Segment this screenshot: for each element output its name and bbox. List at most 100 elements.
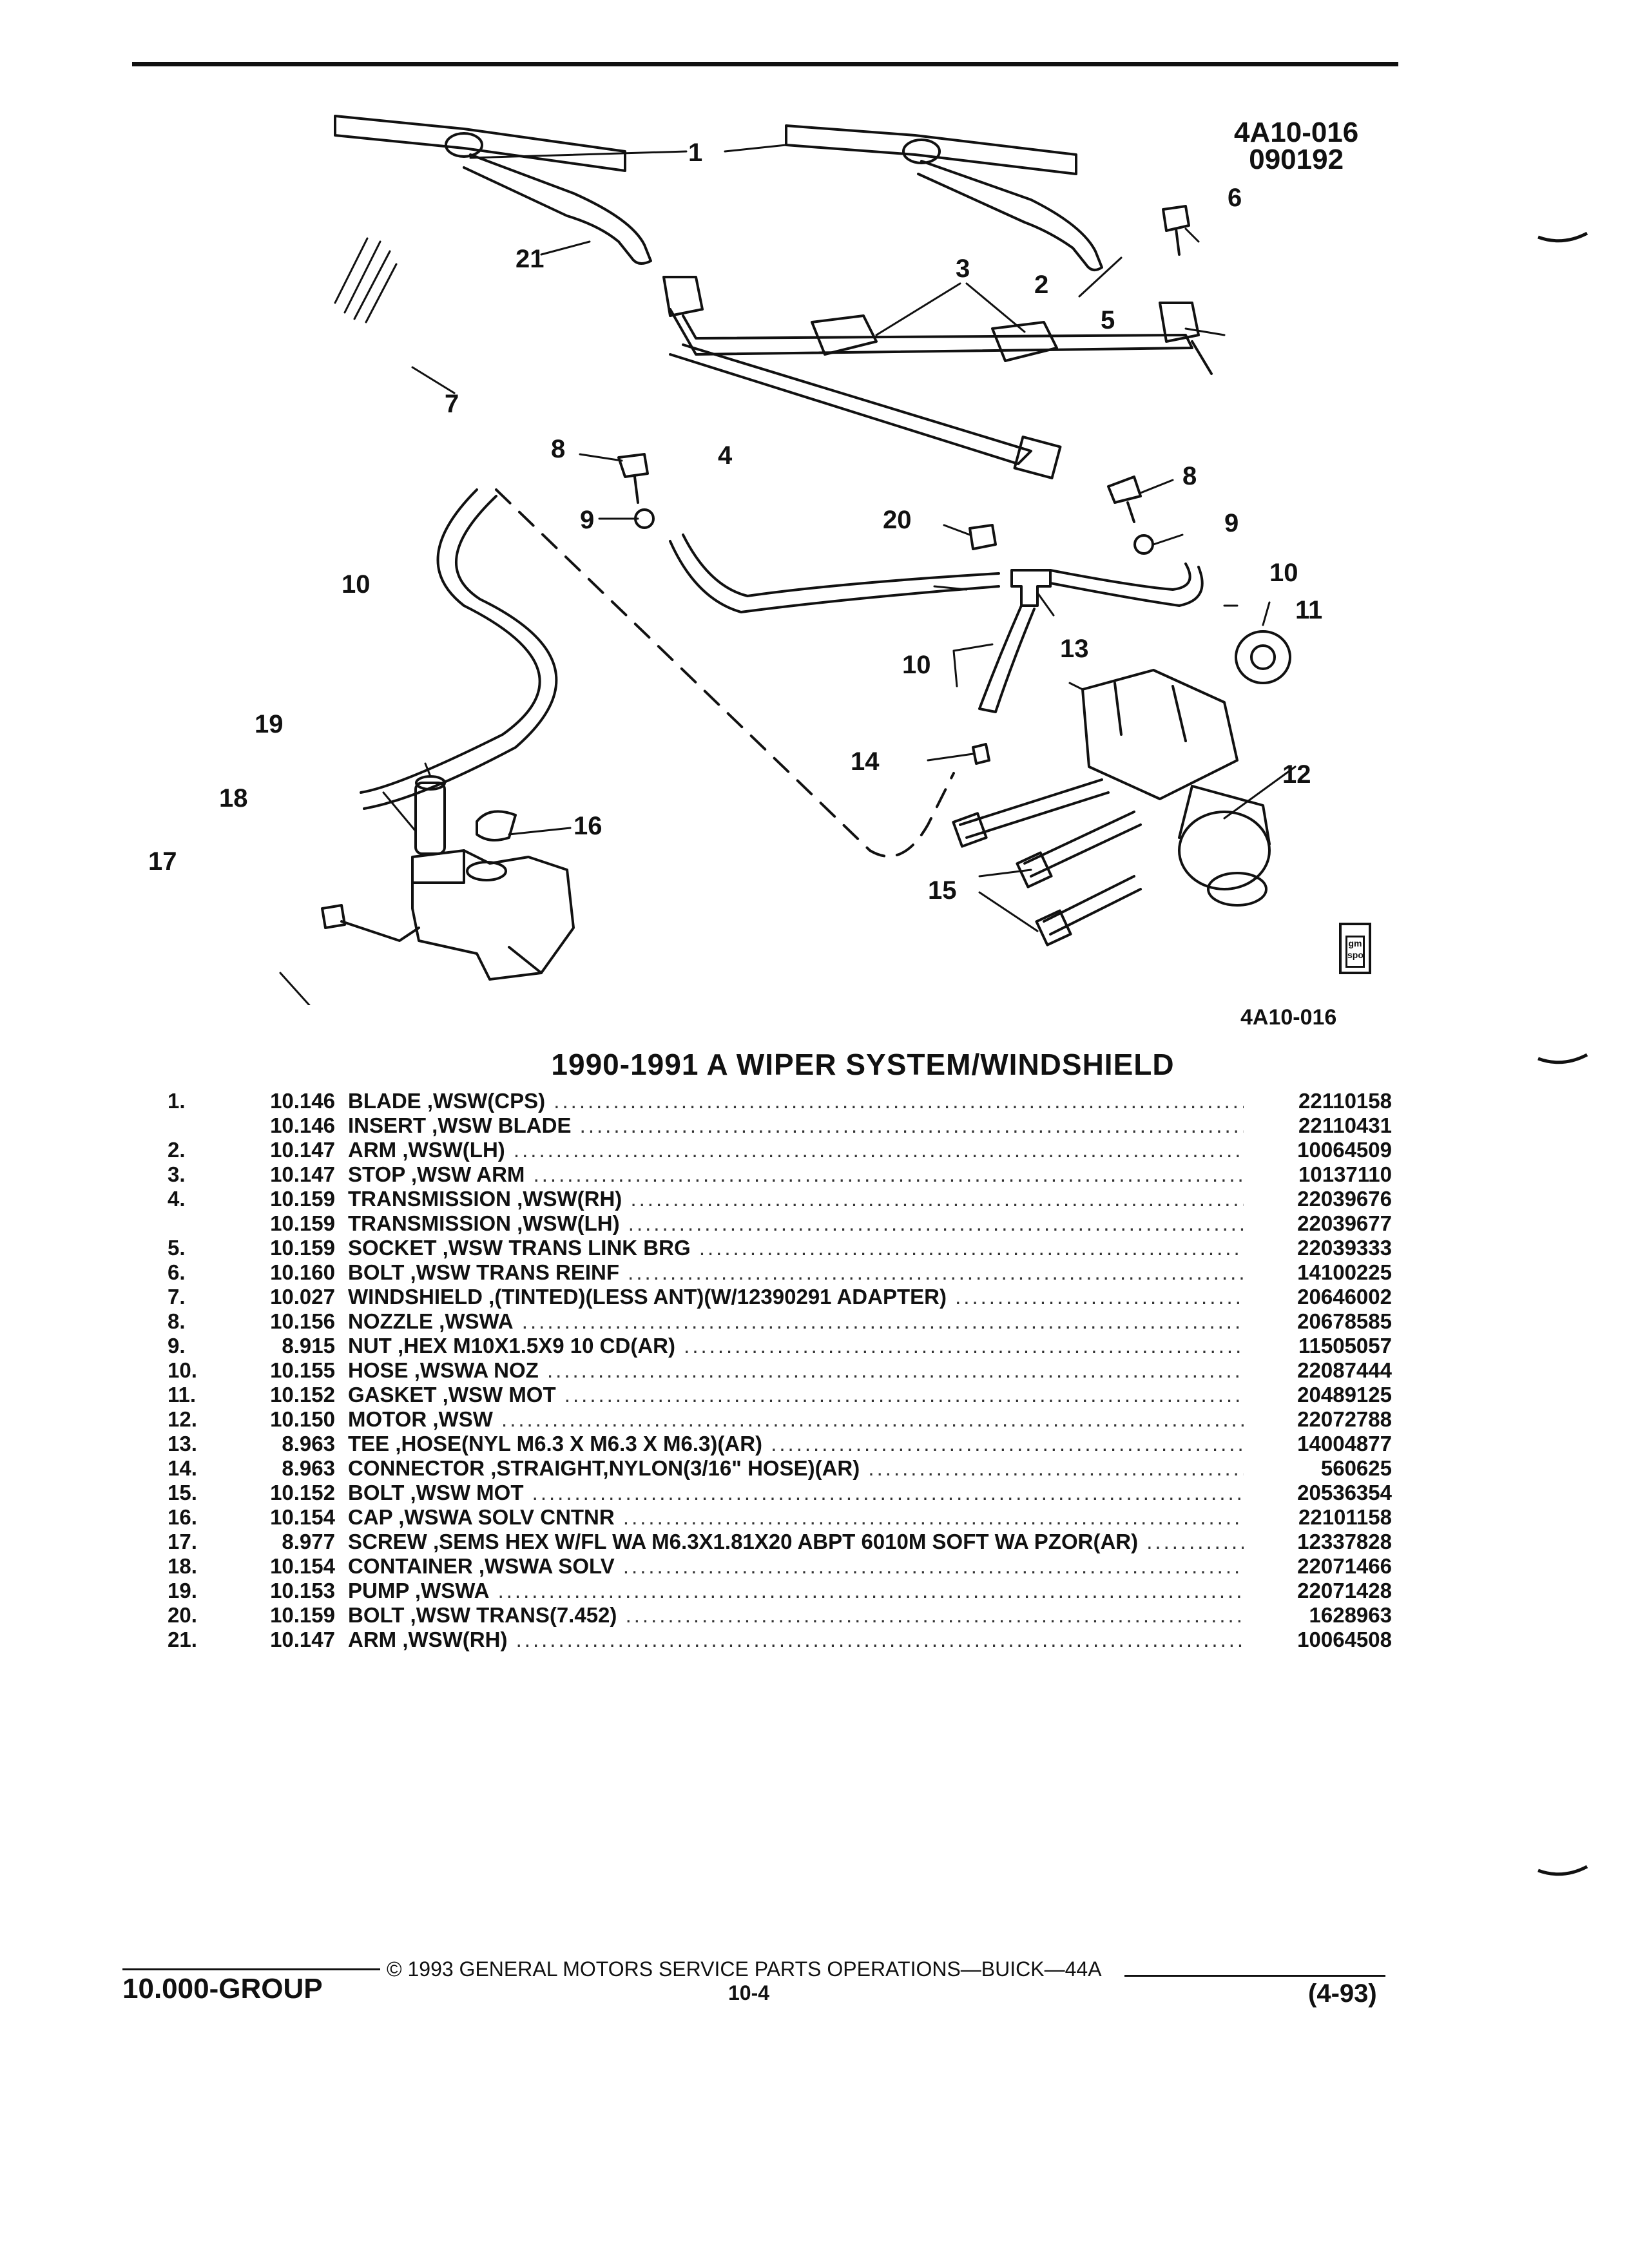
- nut-right: [1133, 534, 1154, 555]
- callout-19: 19: [255, 710, 284, 738]
- figure-id-line1: 4A10-016: [1234, 117, 1359, 148]
- illustration-ref: 10.147: [270, 1162, 335, 1186]
- part-number: 22110158: [1298, 1089, 1392, 1113]
- margin-mark-3: [1537, 1865, 1588, 1876]
- item-number: 17.: [168, 1530, 197, 1553]
- part-number: 14004877: [1297, 1432, 1392, 1456]
- callout-10a: 10: [342, 570, 371, 599]
- leader-dots: ........................................…: [501, 1407, 1244, 1431]
- illustration-ref: 10.154: [270, 1505, 335, 1529]
- part-description: ARM ,WSW(RH): [348, 1628, 508, 1651]
- item-number: 16.: [168, 1505, 197, 1529]
- motor-bolts: [952, 778, 1142, 947]
- item-number: 3.: [168, 1162, 186, 1186]
- illustration-ref: 10.152: [270, 1481, 335, 1504]
- part-description-cell: BOLT ,WSW TRANS REINF ..................…: [348, 1260, 1244, 1285]
- item-number: 7.: [168, 1285, 186, 1309]
- leader-dots: ........................................…: [699, 1236, 1244, 1260]
- callout-10c: 10: [902, 651, 931, 679]
- item-number: 8.: [168, 1309, 186, 1333]
- leader-dots: ........................................…: [516, 1628, 1244, 1651]
- washer-hoses: [360, 488, 1204, 810]
- part-description-cell: PUMP ,WSWA .............................…: [348, 1579, 1244, 1603]
- part-description: CAP ,WSWA SOLV CNTNR: [348, 1505, 615, 1529]
- illustration-ref: 10.156: [270, 1309, 335, 1333]
- callout-leaders: [279, 144, 1296, 1006]
- part-description-cell: CONTAINER ,WSWA SOLV ...................…: [348, 1554, 1244, 1579]
- illustration-ref: 10.160: [270, 1260, 335, 1284]
- part-number: 10064508: [1297, 1628, 1392, 1651]
- part-number: 22110431: [1298, 1113, 1392, 1137]
- part-description-cell: NOZZLE ,WSWA ...........................…: [348, 1309, 1244, 1334]
- part-description-cell: SCREW ,SEMS HEX W/FL WA M6.3X1.81X20 ABP…: [348, 1530, 1244, 1554]
- part-description: ARM ,WSW(LH): [348, 1138, 505, 1162]
- part-description: NUT ,HEX M10X1.5X9 10 CD(AR): [348, 1334, 675, 1358]
- table-row: 21. 10.147 ARM ,WSW(RH) ..................…: [168, 1628, 1392, 1652]
- footer-date: (4-93): [1308, 1979, 1377, 2008]
- leader-dots: ........................................…: [622, 1554, 1244, 1578]
- part-description: SCREW ,SEMS HEX W/FL WA M6.3X1.81X20 ABP…: [348, 1530, 1139, 1553]
- illustration-ref: 10.147: [270, 1628, 335, 1651]
- leader-dots: ........................................…: [546, 1358, 1244, 1382]
- part-number: 22071428: [1297, 1579, 1392, 1602]
- figure-id-line2: 090192: [1249, 144, 1344, 175]
- part-description-cell: TEE ,HOSE(NYL M6.3 X M6.3 X M6.3)(AR) ..…: [348, 1432, 1244, 1456]
- footer-rule-right: [1124, 1975, 1385, 1977]
- part-description: MOTOR ,WSW: [348, 1407, 493, 1431]
- part-description-cell: CAP ,WSWA SOLV CNTNR ...................…: [348, 1505, 1244, 1530]
- part-description: TRANSMISSION ,WSW(RH): [348, 1187, 622, 1211]
- callout-10b: 10: [1269, 559, 1298, 587]
- illustration-ref: 8.963: [282, 1432, 335, 1456]
- part-description: CONTAINER ,WSWA SOLV: [348, 1554, 615, 1578]
- callout-6: 6: [1228, 184, 1242, 212]
- item-number: 15.: [168, 1481, 197, 1504]
- part-number: 10137110: [1298, 1162, 1392, 1186]
- part-number: 20489125: [1297, 1383, 1392, 1407]
- margin-mark-1: [1537, 232, 1588, 243]
- part-number: 12337828: [1297, 1530, 1392, 1553]
- illustration-ref: 10.159: [270, 1603, 335, 1627]
- part-description: PUMP ,WSWA: [348, 1579, 490, 1602]
- callout-15: 15: [928, 876, 957, 905]
- item-number: 18.: [168, 1554, 197, 1578]
- part-description-cell: CONNECTOR ,STRAIGHT,NYLON(3/16" HOSE)(AR…: [348, 1456, 1244, 1481]
- callout-9b: 9: [1224, 509, 1239, 537]
- figure-reference: 4A10-016: [1240, 1005, 1337, 1030]
- nozzle-right: [1107, 476, 1142, 523]
- leader-dots: ........................................…: [497, 1579, 1244, 1602]
- callout-12: 12: [1282, 760, 1311, 789]
- part-description-cell: WINDSHIELD ,(TINTED)(LESS ANT)(W/1239029…: [348, 1285, 1244, 1309]
- illustration-ref: 10.152: [270, 1383, 335, 1407]
- item-number: 19.: [168, 1579, 197, 1602]
- item-number: 21.: [168, 1628, 197, 1651]
- arm-stop-left: [811, 314, 878, 356]
- footer-rule-left: [122, 1968, 380, 1970]
- leader-dots: ........................................…: [533, 1162, 1244, 1186]
- leader-dots: ........................................…: [955, 1285, 1244, 1309]
- illustration-ref: 10.154: [270, 1554, 335, 1578]
- leader-dots: ........................................…: [622, 1505, 1244, 1529]
- callout-1: 1: [688, 139, 702, 167]
- leader-dots: ........................................…: [628, 1260, 1244, 1284]
- part-description-cell: GASKET ,WSW MOT ........................…: [348, 1383, 1244, 1407]
- callout-2: 2: [1034, 271, 1048, 299]
- part-number: 22039333: [1297, 1236, 1392, 1260]
- illustration-ref: 10.159: [270, 1187, 335, 1211]
- exploded-parts-diagram: 1 2 3 4 5 6 7 8 8 9 9 10 10 10 11 12 13 …: [129, 90, 1392, 1006]
- part-number: 22039677: [1297, 1211, 1392, 1235]
- motor-gasket: [1235, 630, 1291, 684]
- callout-11: 11: [1295, 596, 1322, 624]
- illustration-ref: 10.159: [270, 1211, 335, 1235]
- hose-tee: [1010, 569, 1052, 607]
- callout-17: 17: [148, 847, 177, 876]
- diagram-svg: 1 2 3 4 5 6 7 8 8 9 9 10 10 10 11 12 13 …: [148, 115, 1322, 1006]
- margin-mark-2: [1537, 1053, 1588, 1064]
